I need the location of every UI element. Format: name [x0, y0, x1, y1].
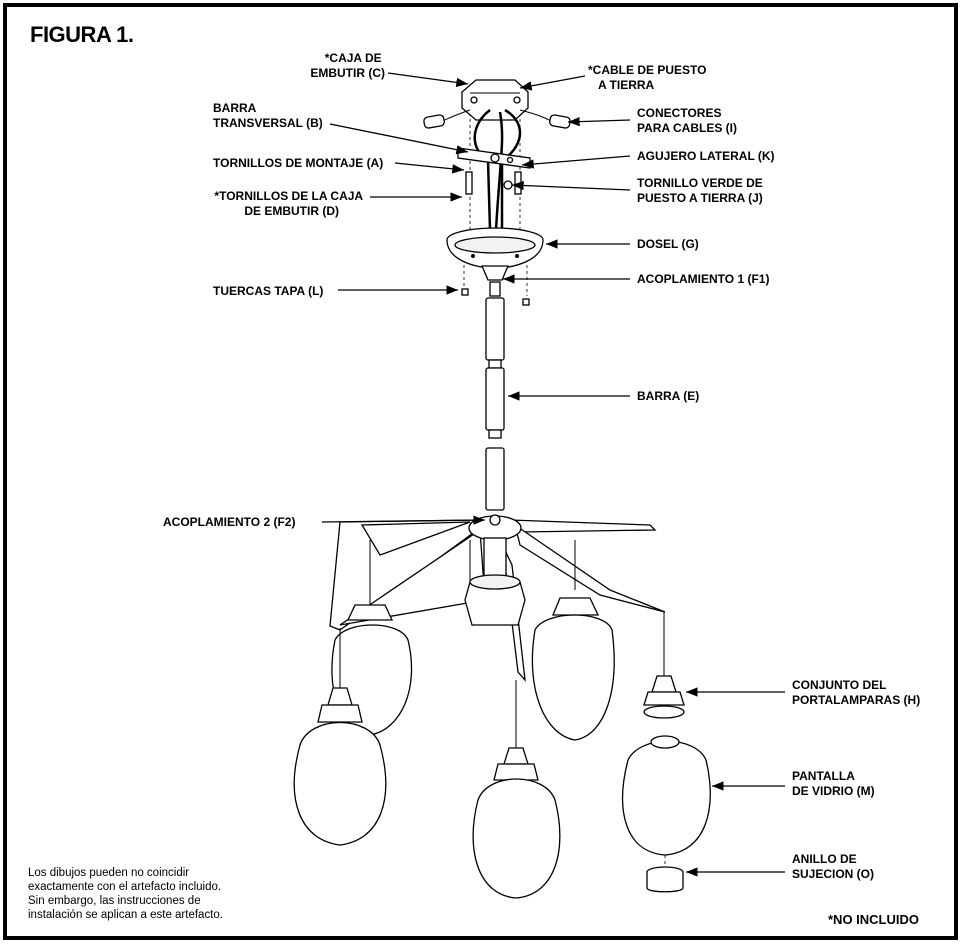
label-acoplamiento-2: ACOPLAMIENTO 2 (F2) [163, 515, 295, 529]
disclaimer-note: Los dibujos pueden no coincidir exactame… [28, 867, 224, 921]
front-left-lamp [293, 687, 387, 846]
label-agujero-lateral: AGUJERO LATERAL (K) [637, 149, 775, 163]
label-anillo: ANILLO DE SUJECION (O) [792, 852, 874, 881]
part-labels: *CAJA DE EMBUTIR (C) *CABLE DE PUESTO A … [163, 51, 920, 881]
rear-right-shade [531, 597, 615, 741]
label-tornillos-montaje: TORNILLOS DE MONTAJE (A) [213, 156, 383, 170]
arm-frame [329, 519, 666, 682]
illustration [293, 79, 711, 899]
exploded-glass-shade [622, 735, 711, 856]
label-portalamparas: CONJUNTO DEL PORTALAMPARAS (H) [792, 678, 920, 707]
label-tuercas-tapa: TUERCAS TAPA (L) [213, 284, 323, 298]
label-barra-transversal: BARRA TRANSVERSAL (B) [213, 101, 323, 130]
label-cable-tierra: *CABLE DE PUESTO A TIERRA [588, 63, 710, 92]
label-tornillos-caja: *TORNILLOS DE LA CAJA DE EMBUTIR (D) [214, 189, 366, 218]
stems [485, 297, 505, 511]
label-caja-embutir: *CAJA DE EMBUTIR (C) [310, 51, 385, 80]
wire-connectors [423, 109, 571, 129]
label-tornillo-verde: TORNILLO VERDE DE PUESTO A TIERRA (J) [637, 176, 766, 205]
canopy [446, 227, 544, 281]
leader-arrows [321, 72, 785, 877]
crossbar [457, 147, 531, 169]
central-hub [464, 514, 526, 626]
label-conectores: CONECTORES PARA CABLES (I) [637, 106, 737, 135]
front-center-lamp [472, 747, 561, 899]
label-dosel: DOSEL (G) [637, 237, 699, 251]
outlet-box [461, 79, 529, 121]
not-included-note: *NO INCLUIDO [828, 912, 919, 927]
figure-title: FIGURA 1. [30, 22, 134, 47]
exploded-socket [643, 675, 685, 719]
label-pantalla: PANTALLA DE VIDRIO (M) [792, 769, 875, 798]
label-acoplamiento-1: ACOPLAMIENTO 1 (F1) [637, 272, 769, 286]
retaining-ring [646, 866, 684, 893]
label-barra: BARRA (E) [637, 389, 699, 403]
